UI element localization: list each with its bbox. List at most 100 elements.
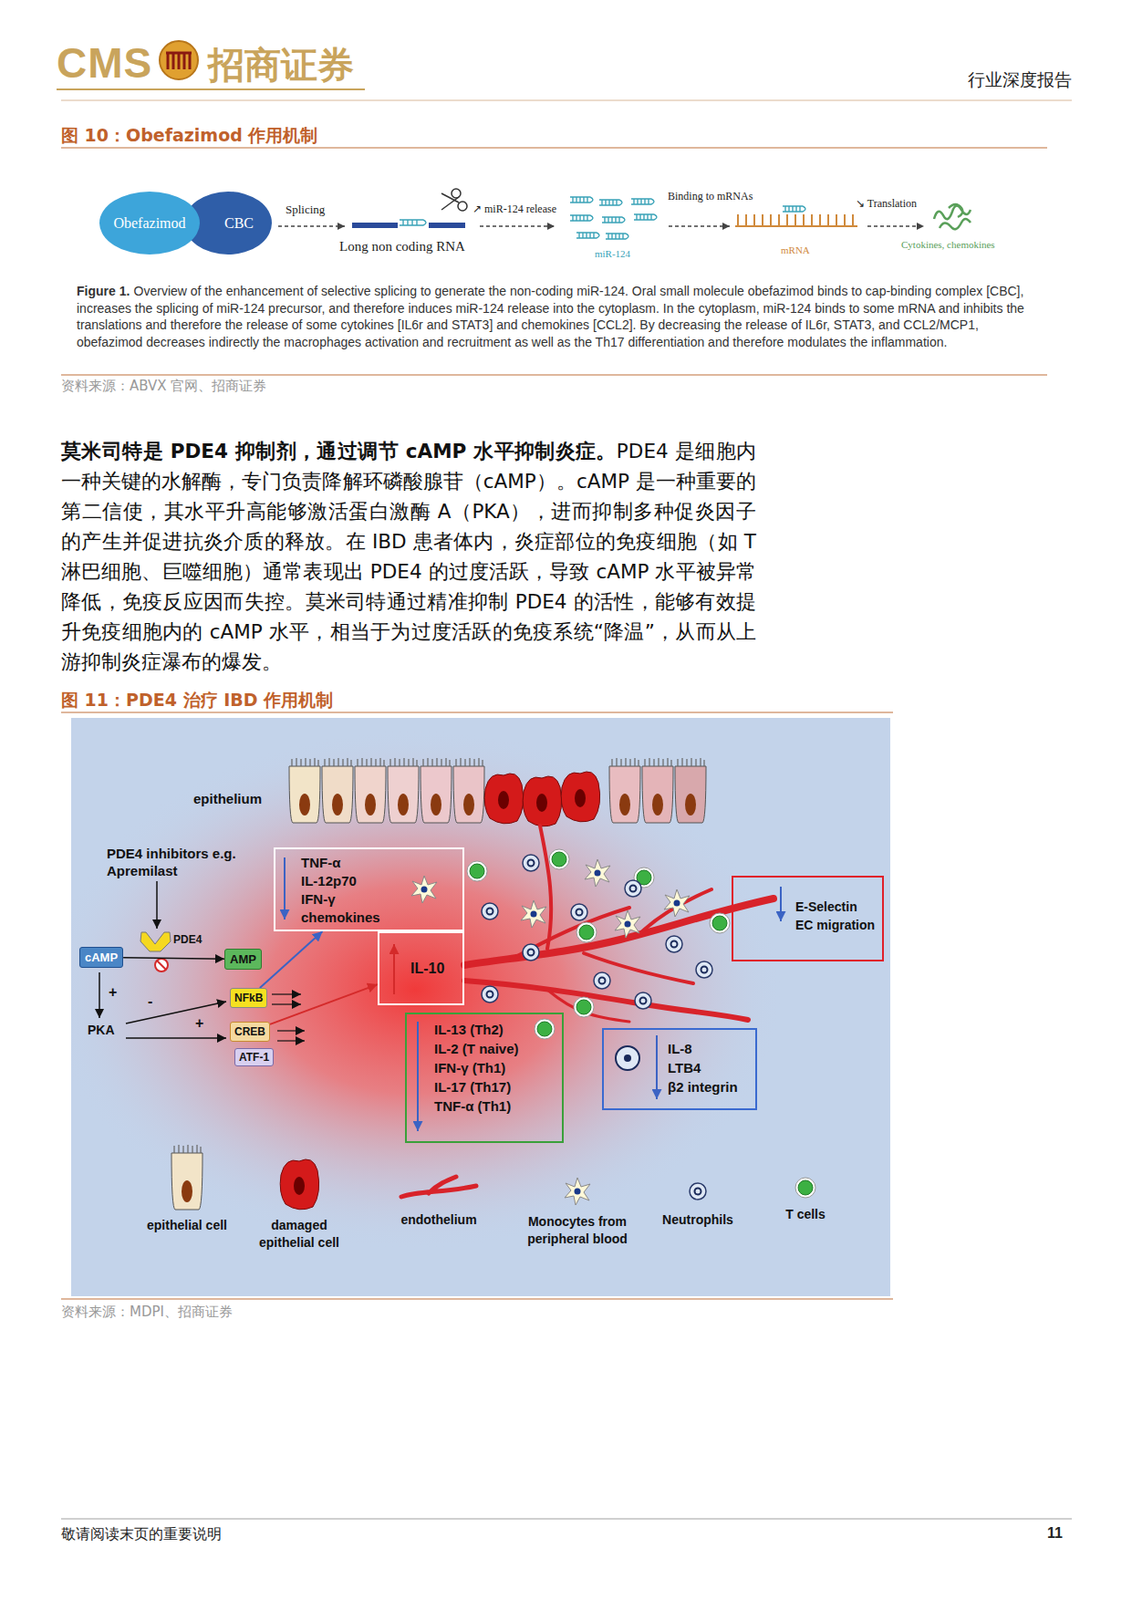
rule-lines-part <box>61 1518 1072 1520</box>
amp-box: AMP <box>224 948 262 970</box>
legend-text: endothelium <box>388 1211 489 1229</box>
signaling-arrows-part <box>155 881 158 929</box>
epithelium-row <box>289 758 707 827</box>
node-text: E-Selectin <box>795 897 877 916</box>
region-label: epithelium <box>193 790 262 807</box>
mrna-label: mRNA <box>780 244 811 256</box>
immune-cells-part <box>481 903 499 920</box>
epithelium-row-part <box>354 758 386 823</box>
immune-cells-part <box>584 859 611 887</box>
epithelium-row-part <box>522 776 561 827</box>
sign-label: + <box>108 985 117 1000</box>
immune-cells-part <box>665 935 683 953</box>
legend-icons-part <box>564 1177 591 1205</box>
epithelium-row-part <box>484 773 523 824</box>
rna-label: Long non coding RNA <box>339 238 466 255</box>
box-arrows-part <box>779 886 782 922</box>
immune-cells-part <box>571 903 588 921</box>
rule-lines-part <box>61 146 1048 148</box>
box-arrows-part <box>655 1035 658 1100</box>
step-label: Splicing <box>285 202 325 218</box>
report-type: 行业深度报告 <box>967 68 1072 93</box>
splicing-figure-part <box>668 225 730 228</box>
box-arrows <box>284 857 781 1132</box>
drug-ellipse: Obefazimod <box>98 190 201 256</box>
splicing-figure-part <box>278 225 345 228</box>
signaling-arrows-part <box>277 1029 305 1031</box>
node-text: IL-8 <box>667 1038 750 1059</box>
header-art <box>56 41 1072 101</box>
footer-note: 敬请阅读末页的重要说明 <box>61 1525 222 1545</box>
legend-text: epithelial cell <box>127 1216 247 1235</box>
splicing-figure-part <box>451 188 461 198</box>
connector-arrow <box>123 957 225 959</box>
ellipse-fill <box>184 191 272 255</box>
immune-cells-part <box>411 875 437 904</box>
enzyme-label: PDE4 <box>173 933 202 946</box>
legend-icons <box>171 1144 816 1210</box>
node-text: IL-17 (Th17) <box>434 1077 557 1097</box>
node-text: TNF-α (Th1) <box>434 1096 557 1116</box>
legend-icons-part <box>280 1159 319 1210</box>
mirna-label: miR-124 <box>594 248 631 260</box>
source-note: 资料来源：MDPI、招商证券 <box>61 1303 233 1321</box>
header-art-part <box>166 52 192 70</box>
splicing-figure-part <box>782 206 806 212</box>
rule-lines <box>61 147 1072 1519</box>
splicing-figure-part <box>352 222 398 229</box>
figure-title: 图 11：PDE4 治疗 IBD 作用机制 <box>61 688 333 713</box>
product-label: Cytokines, chemokines <box>901 238 996 250</box>
legend-text: T cells <box>768 1205 842 1224</box>
splicing-figure-part <box>570 197 593 203</box>
step-label: ↗ miR-124 release <box>472 202 557 217</box>
node-text: CBC <box>224 215 254 232</box>
splicing-figure-part <box>399 219 426 226</box>
legend-icons-part <box>795 1177 816 1198</box>
immune-cells-part <box>534 1018 555 1039</box>
neutrophil-box: IL-8LTB4β2 integrin <box>602 1028 758 1111</box>
splicing-figure-part <box>867 225 925 228</box>
immune-cells-part <box>467 861 488 882</box>
creb-box: CREB <box>229 1021 271 1042</box>
node-text: IL-10 <box>410 960 445 977</box>
signaling-arrows-part <box>140 932 171 952</box>
splicing-figure-part <box>441 193 459 203</box>
paragraph-text: PDE4 是细胞内一种关键的水解酶，专门负责降解环磷酸腺苷（cAMP）。cAMP… <box>61 439 757 674</box>
epithelium-row-part <box>321 758 354 823</box>
rule-lines-part <box>61 373 1048 375</box>
legend-text: Monocytes from peripheral blood <box>517 1213 638 1248</box>
immune-cells-part <box>593 972 611 989</box>
immune-cells-part <box>634 992 652 1009</box>
immune-cells-part <box>520 900 547 928</box>
node-text: IL-13 (Th2) <box>434 1019 557 1039</box>
node-text: chemokines <box>301 908 457 927</box>
box-arrows-part <box>283 857 286 920</box>
immune-cells <box>411 849 730 1070</box>
epithelium-row-part <box>453 758 485 823</box>
node-text: IFN-γ <box>301 890 457 909</box>
immune-cells-part <box>576 922 597 943</box>
node-text: ATF-1 <box>238 1050 270 1064</box>
selectin-box: E-SelectinEC migration <box>731 875 884 962</box>
immune-cells-part <box>522 944 540 961</box>
header-art-part <box>159 41 198 80</box>
caption-lead: Figure 1. <box>76 283 130 299</box>
node-text: TNF-α <box>301 853 457 873</box>
page-number: 11 <box>1047 1525 1063 1542</box>
splicing-figure-part <box>428 222 466 229</box>
epithelium-row-part <box>560 771 600 822</box>
legend-icons-part <box>689 1183 707 1200</box>
sign-label: + <box>195 1016 204 1031</box>
signaling-arrows-part <box>125 1001 227 1024</box>
legend-icons-part <box>171 1144 203 1210</box>
blood-vessels-part <box>540 825 551 949</box>
splicing-figure-part <box>599 199 623 206</box>
immune-cells-part <box>615 1046 640 1070</box>
node-text: cAMP <box>84 950 118 965</box>
legend-text: Neutrophils <box>652 1211 744 1229</box>
splicing-figure-part <box>934 204 971 229</box>
splicing-figure-part <box>479 225 555 228</box>
nfkb-box: NFkB <box>229 987 268 1008</box>
epithelium-row-part <box>642 758 674 823</box>
blood-vessels-part <box>464 898 774 966</box>
